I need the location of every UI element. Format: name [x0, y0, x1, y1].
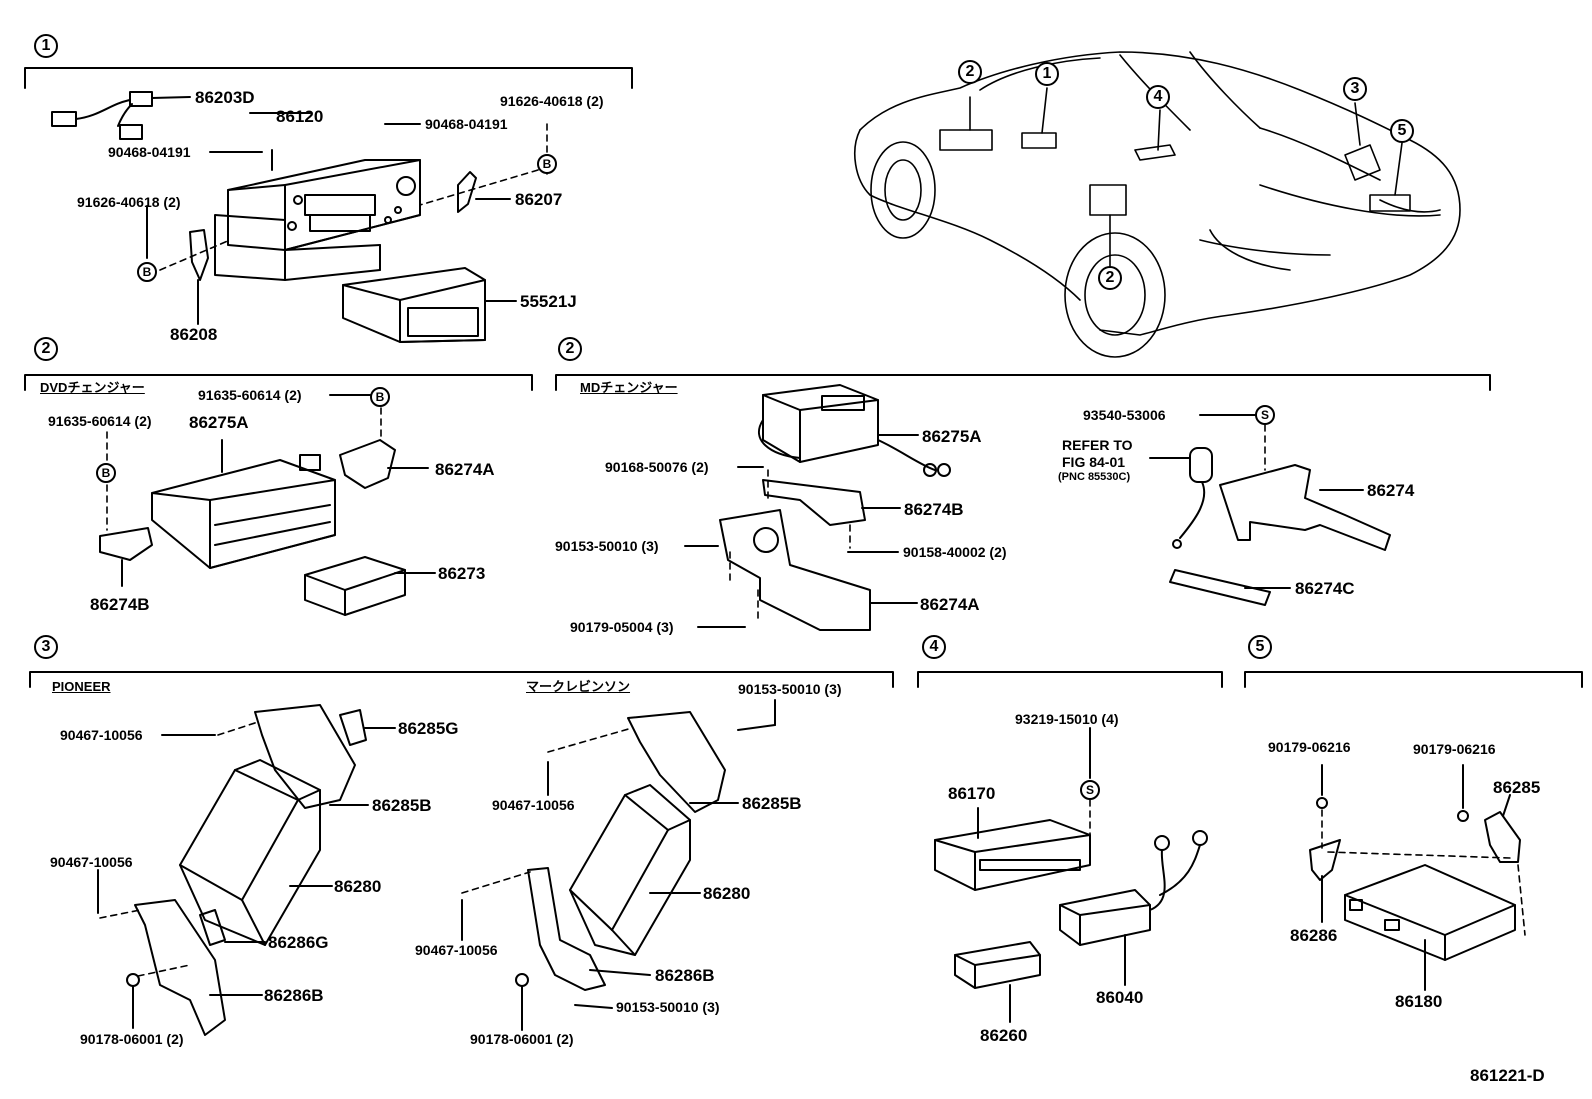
part-label: 90467-10056	[50, 854, 133, 870]
part-label: 86274C	[1295, 579, 1355, 598]
part-label: 86285	[1493, 778, 1541, 797]
part-label: 86285B	[742, 794, 802, 813]
car-callout: 3	[1343, 77, 1367, 101]
part-label: 86275A	[922, 427, 982, 446]
md-bracket-drawing	[1149, 414, 1391, 606]
part-label: 86180	[1395, 992, 1443, 1011]
car-callout: 5	[1390, 119, 1414, 143]
marker-b: B	[96, 463, 116, 483]
part-label: 86286	[1290, 926, 1338, 945]
car-callout: 2	[958, 60, 982, 84]
part-label: 90468-04191	[425, 116, 508, 132]
part-label: 90153-50010 (3)	[738, 681, 842, 697]
part-label: 86285B	[372, 796, 432, 815]
part-label: 86286G	[268, 933, 329, 952]
part-label: 90179-06216	[1413, 741, 1496, 757]
section-number-5: 5	[1248, 635, 1272, 659]
car-callout: 4	[1146, 85, 1170, 109]
part-label: 90467-10056	[415, 942, 498, 958]
part-label: 90153-50010 (3)	[616, 999, 720, 1015]
part-label: 86170	[948, 784, 996, 803]
dvd-changer-drawing	[99, 394, 436, 616]
part-label: 90467-10056	[60, 727, 143, 743]
head-unit-drawing	[214, 112, 421, 281]
amplifier-drawing-2	[461, 699, 776, 1031]
module-drawing	[934, 727, 1208, 1023]
part-label: 86275A	[189, 413, 249, 432]
part-label: 90467-10056	[492, 797, 575, 813]
part-label: 90158-40002 (2)	[903, 544, 1007, 560]
part-label: 91635-60614 (2)	[48, 413, 152, 429]
part-label: 55521J	[520, 292, 577, 311]
refer-note: (PNC 85530C)	[1058, 471, 1131, 483]
part-label: 86286B	[655, 966, 715, 985]
amp-5-drawing	[1309, 764, 1521, 991]
part-label: 90468-04191	[108, 144, 191, 160]
marker-s: S	[1255, 405, 1275, 425]
section-number-4: 4	[922, 635, 946, 659]
marker-b: B	[370, 387, 390, 407]
part-label: 90179-05004 (3)	[570, 619, 674, 635]
part-label: 86280	[703, 884, 751, 903]
pocket-drawing	[342, 267, 517, 343]
part-label: 91626-40618 (2)	[77, 194, 181, 210]
marker-s: S	[1080, 780, 1100, 800]
part-label: 86274B	[90, 595, 150, 614]
md-changer-drawing	[719, 384, 951, 631]
marker-b: B	[537, 154, 557, 174]
part-label: 93540-53006	[1083, 407, 1166, 423]
part-label: 86040	[1096, 988, 1144, 1007]
part-label: 86285G	[398, 719, 459, 738]
section-number-1: 1	[34, 34, 58, 58]
section-title-md: MDチェンジャー	[580, 380, 678, 395]
refer-note: REFER TO	[1062, 437, 1133, 453]
part-label: 86273	[438, 564, 486, 583]
amplifier-drawing	[97, 704, 396, 1036]
section-number-3: 3	[34, 635, 58, 659]
part-label: 86207	[515, 190, 563, 209]
car-callout: 2	[1098, 266, 1122, 290]
part-label: 86274A	[435, 460, 495, 479]
car-callout: 1	[1035, 62, 1059, 86]
part-label: 90178-06001 (2)	[470, 1031, 574, 1047]
wire-harness-drawing	[51, 91, 191, 140]
part-label: 90178-06001 (2)	[80, 1031, 184, 1047]
section-number-2-md: 2	[558, 337, 582, 361]
section-number-2-dvd: 2	[34, 337, 58, 361]
section-title-pioneer: PIONEER	[52, 679, 111, 694]
part-label: 86286B	[264, 986, 324, 1005]
figure-id: 861221-D	[1470, 1066, 1545, 1085]
part-label: 90179-06216	[1268, 739, 1351, 755]
part-label: 86203D	[195, 88, 255, 107]
part-label: 90168-50076 (2)	[605, 459, 709, 475]
part-label: 86274	[1367, 481, 1415, 500]
part-label: 86120	[276, 107, 324, 126]
part-label: 86274A	[920, 595, 980, 614]
part-label: 86280	[334, 877, 382, 896]
part-label: 90153-50010 (3)	[555, 538, 659, 554]
section-title-mark-levinson: マークレビンソン	[526, 679, 631, 694]
refer-note: FIG 84-01	[1062, 454, 1126, 470]
part-label: 91626-40618 (2)	[500, 93, 604, 109]
part-label: 86274B	[904, 500, 964, 519]
part-label: 86260	[980, 1026, 1028, 1045]
section-bracket	[24, 67, 1583, 688]
part-label: 86208	[170, 325, 218, 344]
part-label: 93219-15010 (4)	[1015, 711, 1119, 727]
part-label: 91635-60614 (2)	[198, 387, 302, 403]
section-title-dvd: DVDチェンジャー	[40, 380, 145, 395]
marker-b: B	[137, 262, 157, 282]
